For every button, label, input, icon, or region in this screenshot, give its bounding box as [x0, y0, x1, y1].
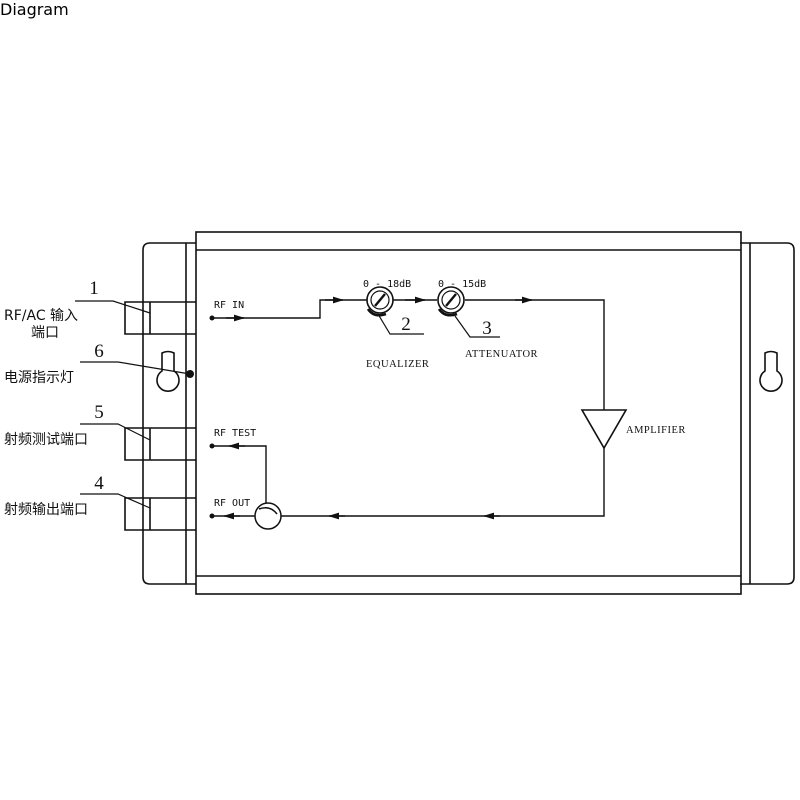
callout-6-leader [80, 361, 191, 375]
rf-ac-input-port[interactable] [124, 301, 196, 335]
rf-in-label: RF IN [214, 300, 244, 311]
equalizer-label: EQUALIZER [366, 359, 429, 370]
rf-test-terminal [209, 443, 215, 449]
callout-4-number: 4 [94, 473, 104, 494]
callout-3-leader [454, 315, 500, 338]
attenuator-range: 0 - 15dB [438, 279, 486, 290]
enclosure [142, 231, 795, 595]
amp-out-line [281, 448, 605, 517]
main-housing [195, 231, 742, 595]
rf-output-port[interactable] [124, 497, 196, 531]
equalizer-range: 0 - 18dB [363, 279, 411, 290]
coupler-icon [254, 502, 282, 530]
amplifier-label: AMPLIFIER [626, 425, 686, 436]
callout-6-label: 电源指示灯 [4, 370, 74, 386]
callout-3-number: 3 [482, 318, 492, 339]
callout-5-leader [80, 423, 151, 441]
rf-in-terminal [209, 315, 215, 321]
right-keyhole-icon [759, 350, 783, 392]
callout-5-number: 5 [94, 402, 104, 423]
left-flange [142, 242, 196, 585]
callout-1-number: 1 [89, 278, 99, 299]
callout-4-leader [80, 493, 151, 509]
attenuator-label: ATTENUATOR [465, 349, 538, 360]
att-to-amp-line [465, 299, 605, 410]
callout-5-label: 射频测试端口 [4, 432, 88, 448]
amplifier-icon [580, 409, 628, 450]
right-flange [740, 242, 795, 585]
callout-2-number: 2 [401, 314, 411, 335]
callout-1-label: RF/AC 输入 [4, 308, 78, 324]
attenuator-knob[interactable] [437, 286, 465, 317]
left-keyhole-icon [156, 350, 180, 392]
callout-4-label: 射频输出端口 [4, 502, 88, 518]
rf-out-terminal [209, 513, 215, 519]
rf-test-label: RF TEST [214, 428, 256, 439]
callout-2-leader [377, 313, 424, 335]
callout-6-number: 6 [94, 341, 104, 362]
callout-1-label-line2: 端口 [31, 325, 59, 341]
rf-out-label: RF OUT [214, 498, 250, 509]
callout-1-leader [75, 300, 151, 314]
equalizer-knob[interactable] [366, 286, 394, 317]
rf-test-line [212, 445, 267, 503]
rf-test-port[interactable] [124, 427, 196, 461]
